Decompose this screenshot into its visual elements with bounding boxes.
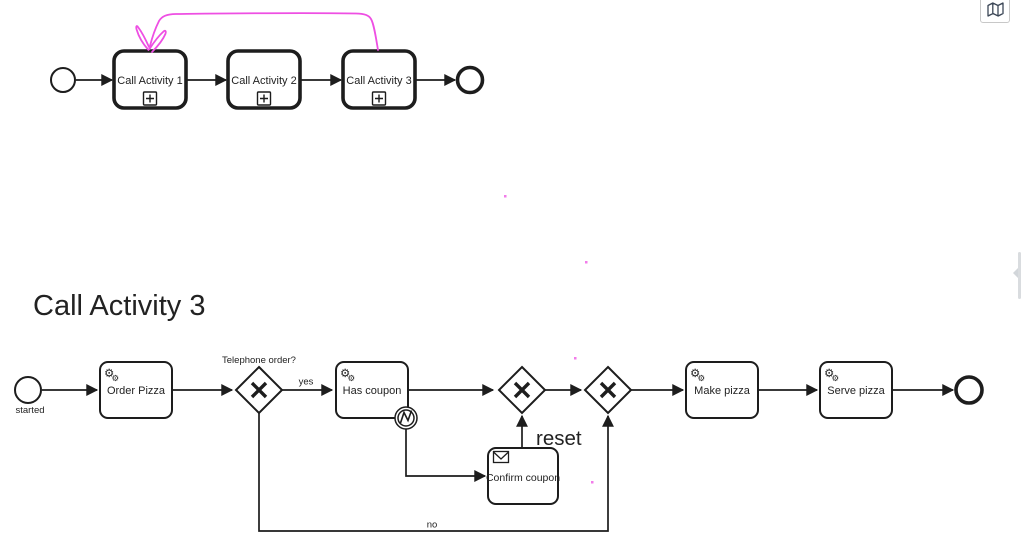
- bottom-process: Call Activity 3 started ⚙ ⚙ Order Pizza …: [14, 290, 984, 532]
- task-label: Call Activity 1: [117, 75, 182, 87]
- flow-label-no: no: [427, 520, 438, 531]
- chevron-left-icon[interactable]: [1013, 268, 1018, 278]
- ink-dot: [504, 195, 507, 198]
- task-label: Call Activity 3: [346, 75, 411, 87]
- exclusive-x-mark: [513, 381, 531, 399]
- collapsed-subprocess-icon[interactable]: [256, 91, 272, 106]
- service-gear-icon: ⚙: [104, 368, 114, 380]
- minimap-toggle-button[interactable]: [980, 0, 1010, 23]
- collapsed-subprocess-icon[interactable]: [142, 91, 158, 106]
- gateway-telephone-order[interactable]: Telephone order?: [222, 355, 296, 415]
- diagram-heading: Call Activity 3: [33, 290, 205, 322]
- task-label: Call Activity 2: [231, 75, 296, 87]
- start-event-started[interactable]: started: [14, 376, 45, 416]
- task-label: Has coupon: [343, 385, 402, 397]
- call-activity-3[interactable]: Call Activity 3: [341, 49, 417, 110]
- end-event[interactable]: [455, 65, 485, 95]
- error-flash-icon: [399, 410, 413, 424]
- sequence-flow-no[interactable]: [258, 413, 614, 532]
- ink-dot: [591, 481, 594, 484]
- service-gear-icon: ⚙: [112, 373, 120, 383]
- gateway-label: Telephone order?: [222, 355, 296, 366]
- annotation-reset: reset: [536, 427, 582, 450]
- task-has-coupon[interactable]: ⚙ ⚙ Has coupon: [335, 361, 409, 419]
- service-gear-icon: ⚙: [690, 368, 700, 380]
- service-gear-icon: ⚙: [832, 373, 840, 383]
- ink-dots: [504, 195, 594, 484]
- task-label: Make pizza: [694, 385, 751, 397]
- service-gear-icon: ⚙: [824, 368, 834, 380]
- flow-label-yes: yes: [299, 377, 314, 388]
- exclusive-x-mark: [250, 381, 268, 399]
- sequence-flow[interactable]: [405, 429, 487, 482]
- end-event[interactable]: [954, 375, 984, 405]
- task-label: Order Pizza: [107, 385, 166, 397]
- ink-annotation-arrow: [135, 12, 379, 53]
- exclusive-x-mark: [599, 381, 617, 399]
- event-label: started: [15, 405, 44, 416]
- collapsed-subprocess-icon[interactable]: [371, 91, 387, 106]
- task-label: Confirm coupon: [486, 472, 560, 484]
- panel-toggle-bar[interactable]: [1018, 252, 1021, 299]
- service-gear-icon: ⚙: [340, 368, 350, 380]
- task-make-pizza[interactable]: ⚙ ⚙ Make pizza: [685, 361, 759, 419]
- error-boundary-event[interactable]: [394, 406, 418, 430]
- map-icon: [986, 2, 1004, 17]
- task-serve-pizza[interactable]: ⚙ ⚙ Serve pizza: [819, 361, 893, 419]
- call-activity-2[interactable]: Call Activity 2: [226, 49, 302, 110]
- message-icon: [492, 450, 510, 464]
- task-label: Serve pizza: [827, 385, 885, 397]
- start-event[interactable]: [50, 67, 76, 93]
- gateway-join-no[interactable]: [583, 365, 633, 415]
- task-confirm-coupon[interactable]: Confirm coupon: [486, 447, 560, 505]
- task-order-pizza[interactable]: ⚙ ⚙ Order Pizza: [99, 361, 173, 419]
- ink-dot: [574, 357, 577, 360]
- service-gear-icon: ⚙: [348, 373, 356, 383]
- ink-dot: [585, 261, 588, 264]
- service-gear-icon: ⚙: [698, 373, 706, 383]
- top-process: Call Activity 1 Call Activity 2 Call Act…: [50, 12, 485, 110]
- call-activity-1[interactable]: Call Activity 1: [112, 49, 188, 110]
- gateway-join-reset[interactable]: [497, 365, 547, 415]
